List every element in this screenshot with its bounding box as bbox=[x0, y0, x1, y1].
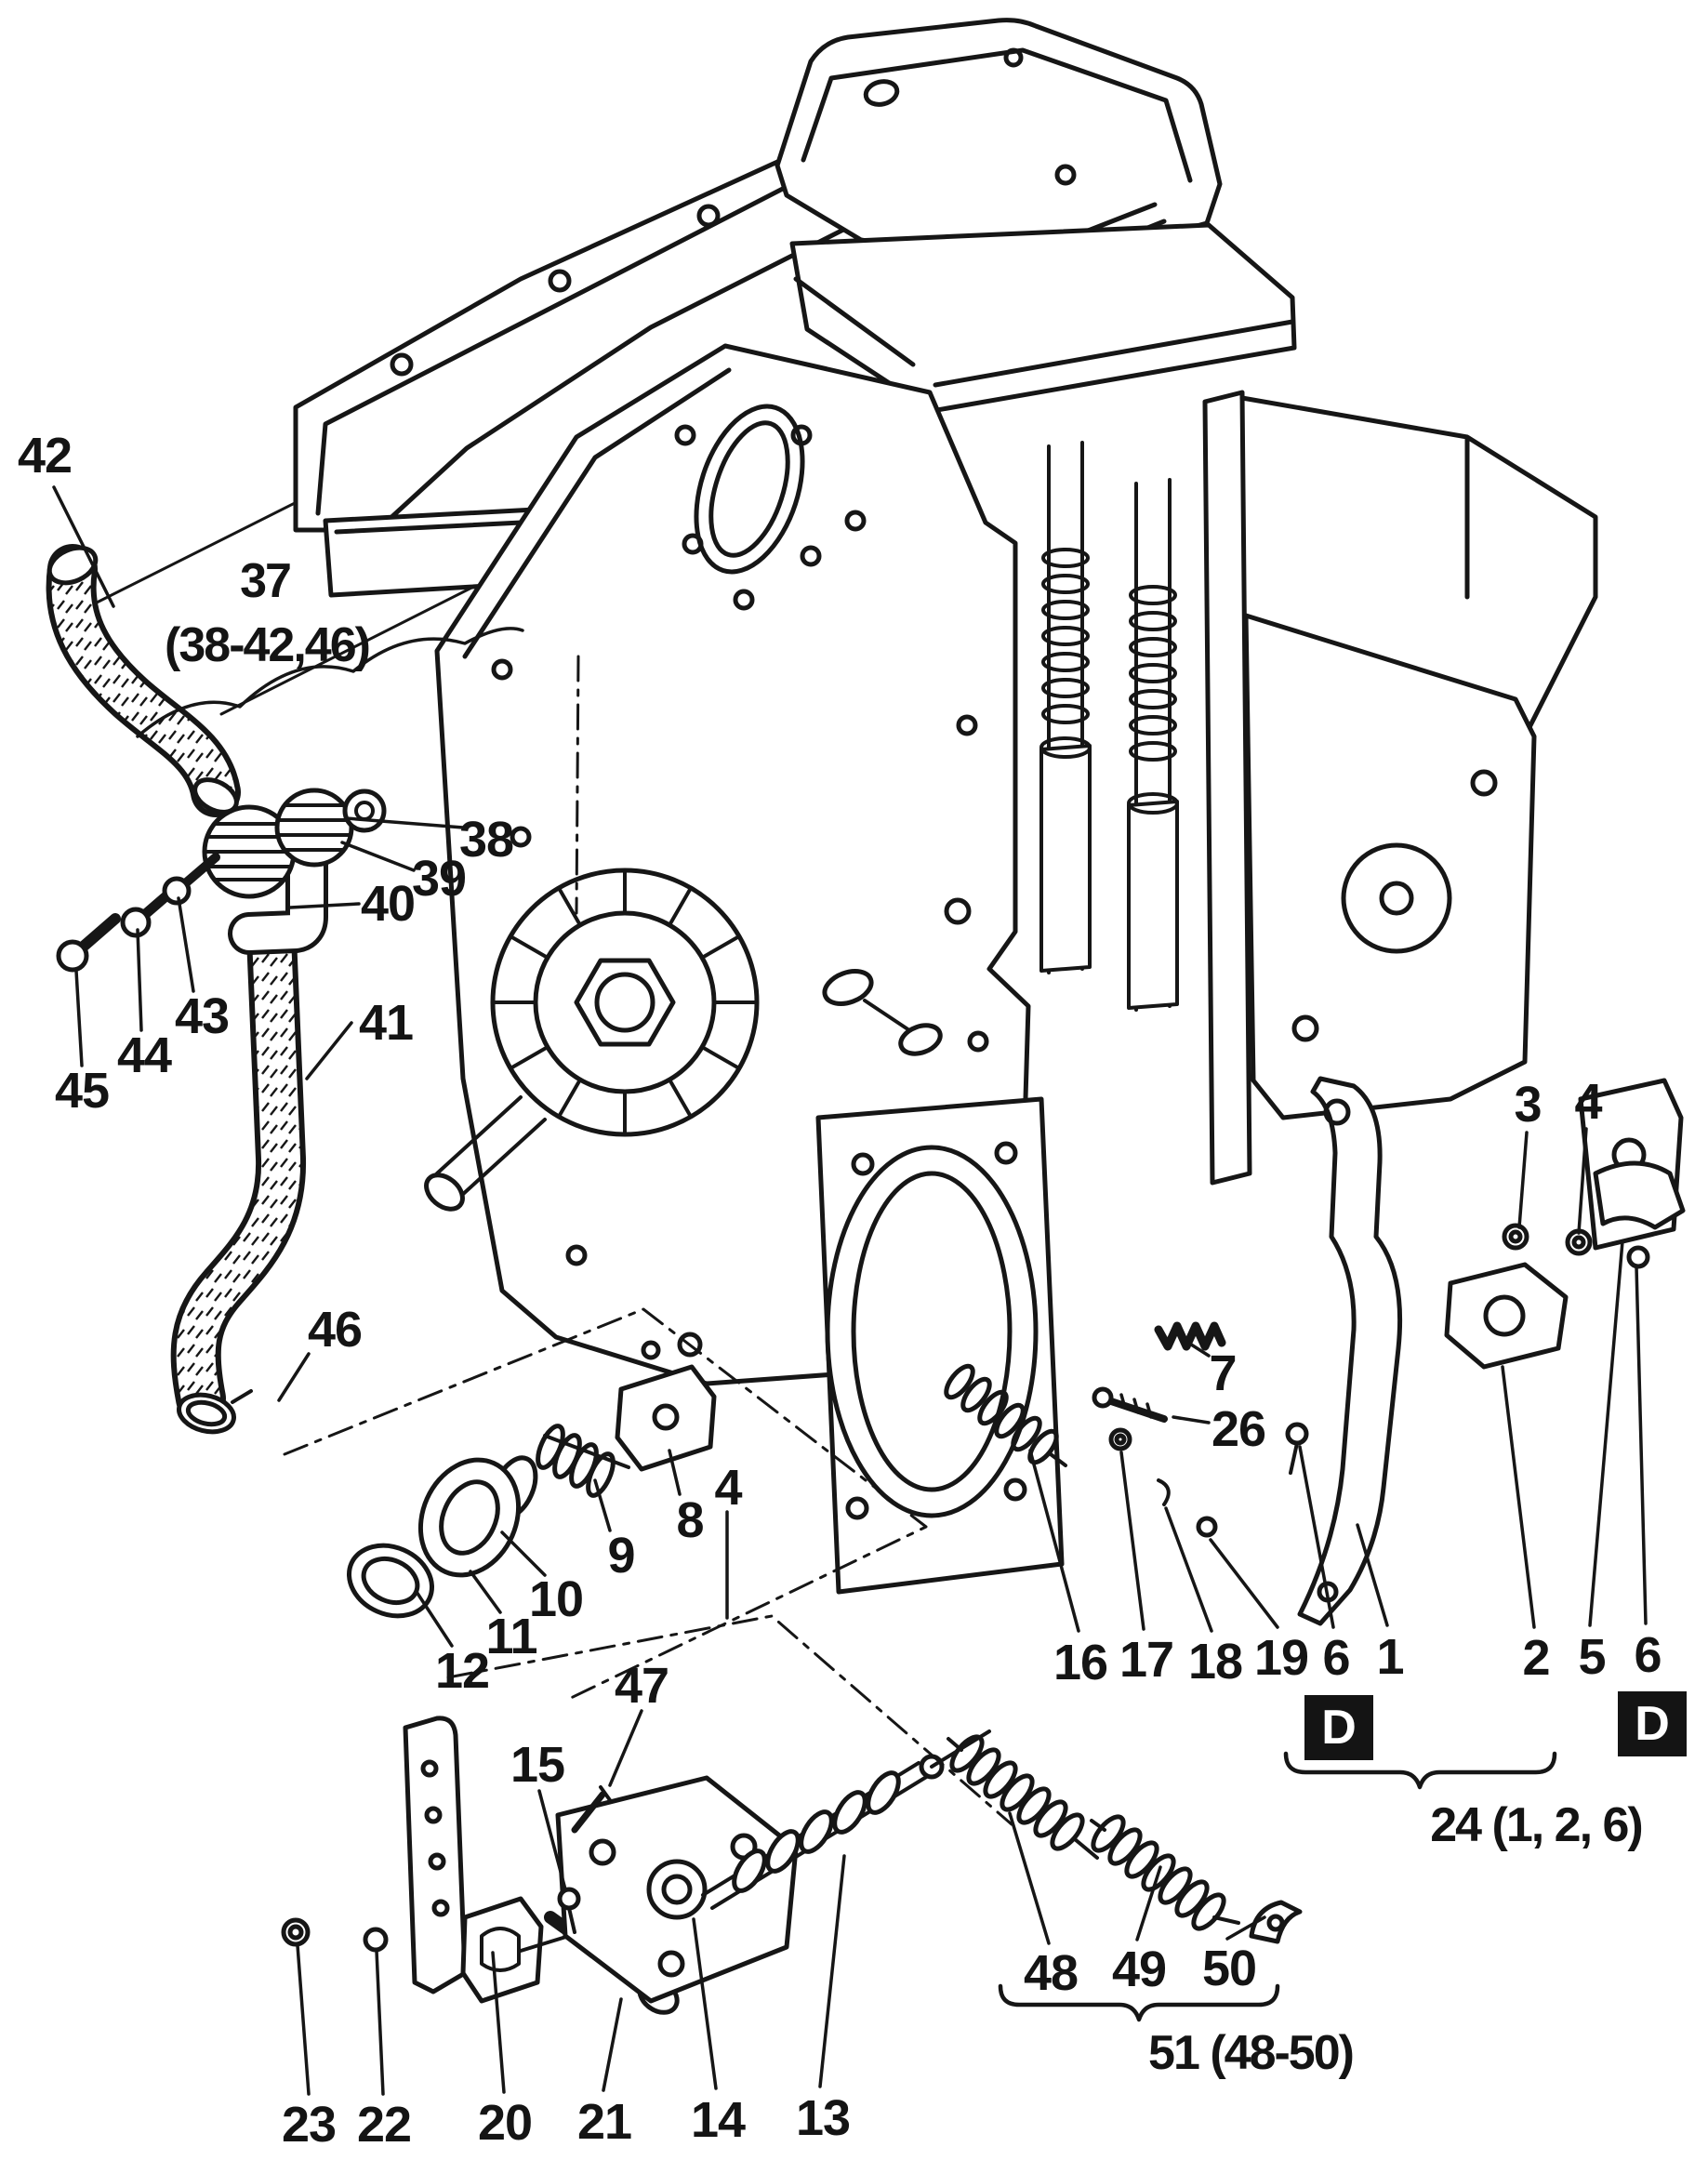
callout-12: 12 bbox=[434, 1643, 490, 1699]
callout-5: 5 bbox=[1578, 1629, 1606, 1685]
pushrods-and-springs bbox=[1039, 441, 1179, 1012]
callout-23: 23 bbox=[281, 2097, 337, 2153]
callout-6-right: 6 bbox=[1634, 1627, 1662, 1683]
valve-cover bbox=[775, 18, 1223, 272]
callout-6-left: 6 bbox=[1322, 1630, 1350, 1686]
group-37-outline bbox=[136, 627, 524, 738]
thermostat-parts-38-39 bbox=[202, 788, 387, 899]
water-pipe-41-and-hose-46 bbox=[170, 912, 307, 1435]
callout-40: 40 bbox=[360, 876, 416, 932]
callout-10: 10 bbox=[528, 1571, 584, 1627]
callout-46: 46 bbox=[307, 1302, 363, 1358]
group-37: 37 bbox=[240, 554, 292, 608]
callout-4-right: 4 bbox=[1574, 1074, 1602, 1130]
callout-13: 13 bbox=[795, 2090, 851, 2146]
bolts-43-44-45 bbox=[56, 853, 220, 973]
detail-marker-d-right: D bbox=[1618, 1691, 1687, 1756]
callout-4-mid: 4 bbox=[714, 1460, 742, 1516]
callout-49: 49 bbox=[1111, 1941, 1167, 1997]
callout-20: 20 bbox=[477, 2095, 533, 2151]
callout-26: 26 bbox=[1211, 1401, 1266, 1457]
callout-45: 45 bbox=[54, 1063, 110, 1119]
callout-17: 17 bbox=[1119, 1632, 1174, 1688]
callout-3: 3 bbox=[1514, 1077, 1542, 1133]
callout-14: 14 bbox=[690, 2092, 746, 2148]
callout-16: 16 bbox=[1053, 1635, 1108, 1690]
callout-47: 47 bbox=[614, 1658, 669, 1714]
callout-19: 19 bbox=[1253, 1630, 1309, 1686]
fork-and-plate-assembly bbox=[281, 1716, 991, 2015]
callout-7: 7 bbox=[1209, 1345, 1237, 1401]
callout-38: 38 bbox=[458, 812, 514, 868]
callout-48: 48 bbox=[1023, 1945, 1079, 2001]
link-springs-48-50 bbox=[947, 1734, 1303, 1944]
callout-43: 43 bbox=[174, 988, 230, 1044]
callout-9: 9 bbox=[607, 1528, 635, 1584]
boundary-lines bbox=[283, 655, 1013, 1826]
plunger-stack-8-12 bbox=[346, 1332, 717, 1619]
governor-linkage bbox=[944, 1076, 1686, 1626]
group-37-contents: (38-42,46) bbox=[165, 618, 371, 672]
callout-39: 39 bbox=[411, 851, 467, 907]
detail-marker-d-left: D bbox=[1304, 1695, 1373, 1760]
water-hose-42 bbox=[46, 544, 241, 817]
callout-41: 41 bbox=[358, 995, 414, 1051]
cylinder-head bbox=[789, 164, 1297, 414]
callout-2: 2 bbox=[1522, 1630, 1550, 1686]
leader-lines bbox=[52, 485, 1648, 2096]
group-51: 51 (48-50) bbox=[1148, 2026, 1355, 2080]
callout-42: 42 bbox=[17, 428, 73, 484]
callout-44: 44 bbox=[116, 1027, 172, 1083]
callout-11: 11 bbox=[485, 1609, 537, 1664]
callout-8: 8 bbox=[676, 1492, 704, 1548]
callout-15: 15 bbox=[510, 1737, 565, 1793]
callout-1: 1 bbox=[1376, 1629, 1404, 1685]
callout-21: 21 bbox=[576, 2094, 632, 2150]
callout-50: 50 bbox=[1201, 1941, 1257, 1996]
group-braces bbox=[998, 1751, 1557, 2022]
callout-18: 18 bbox=[1187, 1634, 1243, 1690]
callout-22: 22 bbox=[356, 2097, 412, 2153]
group-24: 24 (1, 2, 6) bbox=[1430, 1798, 1643, 1852]
